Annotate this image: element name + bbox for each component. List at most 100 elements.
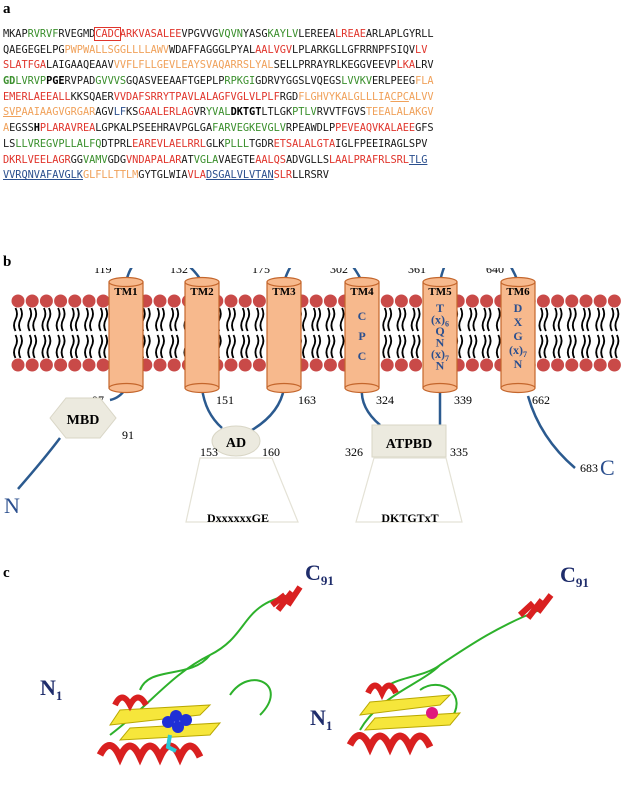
- sequence-segment: RPEAWDLP: [285, 122, 336, 135]
- lipid-tail: [557, 334, 563, 359]
- sequence-segment: IGLFPEEIRAGLSPV: [335, 137, 428, 150]
- lipid-head: [68, 358, 82, 372]
- lipid-tail: [18, 334, 23, 359]
- sequence-segment: PGE: [46, 75, 65, 88]
- helix-end-residue: 324: [376, 393, 394, 407]
- sequence-segment: AALVGV: [255, 43, 293, 56]
- ad-number-left: 153: [200, 445, 218, 459]
- lipid-tail: [226, 307, 231, 332]
- lipid-head: [309, 358, 323, 372]
- lipid-tail: [69, 307, 75, 332]
- c-label-right: C91: [560, 565, 589, 590]
- bound-ligand-spheres: [162, 710, 192, 753]
- sequence-segment: AT: [181, 153, 194, 166]
- lipid-tail: [339, 307, 345, 332]
- lipid-tail: [46, 307, 52, 332]
- sequence-segment: PLLL: [224, 137, 250, 150]
- lipid-head: [309, 294, 323, 308]
- helix-start-residue: 302: [330, 268, 348, 276]
- lipid-head: [68, 294, 82, 308]
- lipid-head: [96, 294, 110, 308]
- lipid-tail: [32, 307, 38, 332]
- helix-start-residue: 640: [486, 268, 504, 276]
- atpbd-number-left: 326: [345, 445, 363, 459]
- sequence-segment: GLK: [205, 137, 225, 150]
- lipid-tail: [571, 307, 577, 332]
- lipid-tail: [254, 307, 260, 332]
- domain-3d-structures: N1 C91 N1 C91: [40, 565, 589, 766]
- c-label-left: C91: [305, 565, 334, 588]
- lipid-head: [153, 294, 167, 308]
- helix-start-residue: 119: [94, 268, 112, 276]
- sequence-segment: LLVREGVPLLALFQ: [15, 137, 102, 150]
- sequence-segment: TLG: [408, 153, 428, 166]
- lipid-tail: [339, 334, 345, 359]
- lipid-head: [394, 294, 408, 308]
- helix-motif-residue: P: [358, 329, 365, 343]
- lipid-head: [465, 358, 479, 372]
- sequence-segment: PTLV: [292, 106, 317, 119]
- lipid-tail: [396, 307, 402, 332]
- lipid-head: [593, 294, 607, 308]
- sequence-segment: GAALERLAG: [138, 106, 194, 119]
- structure-right: [346, 593, 554, 756]
- n-label-right: N1: [310, 705, 332, 733]
- lipid-tail: [13, 334, 18, 359]
- lipid-tail: [330, 307, 336, 332]
- sequence-segment: ARKVASALEE: [119, 28, 182, 40]
- helix-motif-residue: X: [514, 315, 523, 329]
- helix-start-residue: 132: [170, 268, 188, 276]
- ad-number-right: 160: [262, 445, 280, 459]
- sequence-line: GDLVRVPPGERVPADGVVVSGQASVEEAAFTGEPLPRPKG…: [3, 74, 638, 90]
- lipid-tail: [89, 334, 94, 359]
- lipid-tail: [595, 334, 601, 359]
- lipid-tail: [145, 334, 151, 359]
- atpbd-number-right: 335: [450, 445, 468, 459]
- lipid-head: [579, 358, 593, 372]
- lipid-tail: [84, 307, 89, 332]
- lipid-tail: [155, 307, 160, 332]
- c-terminus-number: 683: [580, 461, 598, 475]
- sequence-segment: KS: [126, 106, 139, 119]
- lipid-tail: [103, 334, 109, 359]
- lipid-head: [380, 294, 394, 308]
- sequence-segment: EEAAFTGEPLP: [156, 75, 225, 88]
- sequence-segment: PLARAVREA: [39, 122, 96, 135]
- lipid-head: [11, 358, 25, 372]
- sequence-segment: DTPRL: [101, 137, 133, 150]
- lipid-tail: [586, 307, 591, 332]
- lipid-head: [607, 294, 621, 308]
- loop-tm3-tm4: [282, 268, 364, 283]
- lipid-tail: [74, 307, 80, 332]
- lipid-tail: [586, 334, 591, 359]
- sequence-segment: DKTGT: [230, 106, 262, 119]
- lipid-head: [167, 358, 181, 372]
- helix-end-residue: 163: [298, 393, 316, 407]
- lipid-head: [82, 358, 96, 372]
- lipid-tail: [245, 307, 251, 332]
- sequence-segment: YVAL: [205, 106, 231, 119]
- lipid-head: [480, 358, 494, 372]
- lipid-tail: [18, 307, 23, 332]
- lipid-tail: [259, 334, 265, 359]
- sequence-segment: VAEGTE: [218, 153, 256, 166]
- lipid-tail: [231, 334, 236, 359]
- sequence-line: DKRLVEELAGRGGVAMVGDGVNDAPALARATVGLAVAEGT…: [3, 153, 638, 169]
- sequence-line: SLATFGALAIGAAQEAAVVVFLFLLGEVLEAYSVAQARRS…: [3, 58, 638, 74]
- lipid-tail: [311, 307, 317, 332]
- ad-motif: DxxxxxxGE: [207, 511, 269, 525]
- lipid-tail: [169, 307, 175, 332]
- lipid-tail: [41, 334, 47, 359]
- lipid-head: [252, 294, 266, 308]
- sequence-segment: FARVEGKEVGLV: [212, 122, 286, 135]
- sequence-segment: H: [33, 122, 40, 135]
- lipid-tail: [325, 307, 331, 332]
- lipid-tail: [458, 307, 464, 332]
- lipid-tail: [74, 334, 80, 359]
- sequence-segment: GG: [70, 153, 83, 166]
- sequence-segment: GFS: [415, 122, 434, 135]
- sequence-segment: LF: [113, 106, 127, 119]
- lipid-tail: [41, 307, 47, 332]
